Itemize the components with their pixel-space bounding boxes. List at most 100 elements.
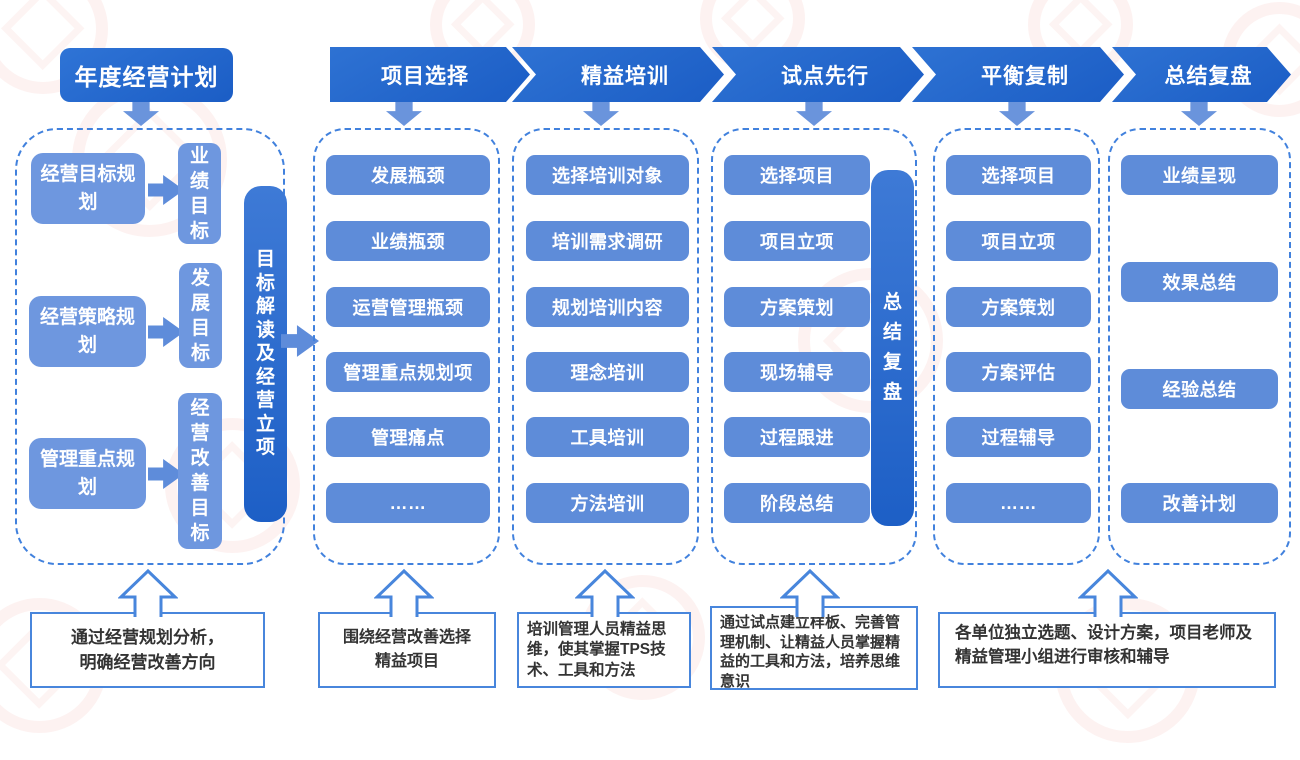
note-planning: 通过经营规划分析， 明确经营改善方向 [30, 612, 265, 688]
step-label: 运营管理瓶颈 [352, 298, 464, 318]
step-label: 过程辅导 [981, 428, 1056, 448]
goal-breakdown-label: 目标解读及经营立项 [255, 249, 275, 459]
column-pilot-first: 选择项目 项目立项 方案策划 现场辅导 过程跟进 阶段总结 总结复盘 [711, 128, 917, 565]
step-box: 理念培训 [526, 352, 689, 392]
step-label: 规划培训内容 [552, 298, 663, 318]
step-label: 选择项目 [760, 166, 834, 186]
note-lean-training: 培训管理人员精益思维，使其掌握TPS技术、工具和方法 [517, 612, 691, 688]
note-text: 培训管理人员精益思维，使其掌握TPS技术、工具和方法 [527, 621, 667, 679]
arrow-up-outline-icon [118, 568, 178, 617]
step-box: …… [946, 483, 1091, 523]
planning-target-box: 经营改善目标 [178, 393, 222, 549]
step-label: 方案策划 [981, 298, 1056, 318]
note-text: 各单位独立选题、设计方案，项目老师及精益管理小组进行审核和辅导 [955, 624, 1252, 666]
note-replication-review: 各单位独立选题、设计方案，项目老师及精益管理小组进行审核和辅导 [938, 612, 1276, 688]
phase-chevron-pilot-first: 试点先行 [712, 47, 924, 102]
arrow-up-outline-icon [575, 568, 635, 617]
step-label: 选择培训对象 [552, 166, 663, 186]
step-label: 方案策划 [760, 298, 834, 318]
planning-target-label: 经营改善目标 [190, 398, 210, 544]
arrow-down-icon [1181, 102, 1217, 126]
step-box: 过程辅导 [946, 417, 1091, 457]
step-box: …… [326, 483, 490, 523]
step-box: 项目立项 [724, 221, 870, 261]
step-box: 项目立项 [946, 221, 1091, 261]
phase-label: 总结复盘 [1164, 64, 1253, 88]
step-label: 方案评估 [981, 363, 1056, 383]
step-label: 业绩瓶颈 [371, 232, 445, 252]
note-text: 通过试点建立样板、完善管理机制、让精益人员掌握精益的工具和方法，培养思维意识 [720, 614, 901, 690]
step-box: 方案策划 [724, 287, 870, 327]
arrow-down-icon [999, 102, 1035, 126]
arrow-down-icon [583, 102, 619, 126]
arrow-up-outline-icon [1078, 568, 1138, 617]
annual-plan-box: 年度经营计划 [60, 48, 233, 102]
step-box: 工具培训 [526, 417, 689, 457]
step-label: 发展瓶颈 [371, 166, 445, 186]
note-pilot-first: 通过试点建立样板、完善管理机制、让精益人员掌握精益的工具和方法，培养思维意识 [710, 606, 918, 690]
step-box: 经验总结 [1121, 369, 1278, 409]
step-label: 改善计划 [1162, 494, 1237, 514]
note-text: 通过经营规划分析， 明确经营改善方向 [71, 627, 224, 673]
arrow-up-outline-icon [780, 568, 840, 617]
step-label: 过程跟进 [760, 428, 834, 448]
column-project-selection: 发展瓶颈 业绩瓶颈 运营管理瓶颈 管理重点规划项 管理痛点 …… [313, 128, 500, 565]
step-label: 阶段总结 [760, 494, 834, 514]
pilot-review-label: 总结复盘 [882, 292, 902, 403]
arrow-down-icon [386, 102, 422, 126]
step-box: 运营管理瓶颈 [326, 287, 490, 327]
step-box: 方案策划 [946, 287, 1091, 327]
step-label: 项目立项 [760, 232, 834, 252]
goal-breakdown-bar: 目标解读及经营立项 [244, 186, 287, 522]
step-label: 效果总结 [1162, 273, 1237, 293]
note-project-selection: 围绕经营改善选择 精益项目 [318, 612, 496, 688]
planning-target-label: 业绩目标 [189, 145, 209, 242]
step-box: 阶段总结 [724, 483, 870, 523]
note-text: 围绕经营改善选择 精益项目 [342, 629, 471, 670]
step-box: 培训需求调研 [526, 221, 689, 261]
step-label: 管理重点规划项 [343, 363, 473, 383]
step-label: 选择项目 [981, 166, 1056, 186]
planning-source-box: 经营目标规划 [31, 153, 145, 224]
step-label: 现场辅导 [760, 363, 834, 383]
phase-label: 平衡复制 [981, 64, 1069, 88]
step-box: 过程跟进 [724, 417, 870, 457]
step-box: 业绩瓶颈 [326, 221, 490, 261]
step-label: …… [1000, 492, 1037, 513]
step-box: 效果总结 [1121, 262, 1278, 302]
phase-chevron-project-selection: 项目选择 [330, 47, 530, 102]
step-label: …… [389, 492, 427, 513]
planning-target-label: 发展目标 [190, 267, 210, 364]
step-box: 选择项目 [724, 155, 870, 195]
phase-label: 项目选择 [381, 64, 469, 88]
step-box: 方案评估 [946, 352, 1091, 392]
phase-chevron-lean-training: 精益培训 [512, 47, 724, 102]
phase-chevron-review: 总结复盘 [1112, 47, 1291, 102]
step-box: 管理重点规划项 [326, 352, 490, 392]
planning-source-label: 经营目标规划 [40, 163, 136, 213]
phase-label: 精益培训 [581, 64, 669, 88]
planning-source-label: 管理重点规划 [39, 448, 135, 498]
step-label: 工具培训 [570, 428, 645, 448]
step-label: 项目立项 [981, 232, 1056, 252]
arrow-down-icon [796, 102, 832, 126]
pilot-review-bar: 总结复盘 [871, 170, 914, 526]
step-box: 规划培训内容 [526, 287, 689, 327]
planning-panel: 经营目标规划 业绩目标 经营策略规划 发展目标 管理重点规划 经营改善目标 目标… [15, 128, 287, 565]
step-label: 培训需求调研 [552, 232, 663, 252]
planning-target-box: 发展目标 [179, 263, 222, 368]
step-box: 业绩呈现 [1121, 155, 1278, 195]
planning-source-box: 管理重点规划 [29, 438, 146, 509]
step-box: 选择培训对象 [526, 155, 689, 195]
step-box: 发展瓶颈 [326, 155, 490, 195]
planning-source-box: 经营策略规划 [29, 296, 146, 367]
step-box: 现场辅导 [724, 352, 870, 392]
step-box: 方法培训 [526, 483, 689, 523]
column-review: 业绩呈现 效果总结 经验总结 改善计划 [1108, 128, 1291, 565]
step-box: 管理痛点 [326, 417, 490, 457]
step-label: 方法培训 [570, 494, 645, 514]
column-lean-training: 选择培训对象 培训需求调研 规划培训内容 理念培训 工具培训 方法培训 [512, 128, 699, 565]
step-label: 经验总结 [1162, 380, 1237, 400]
step-box: 改善计划 [1121, 483, 1278, 523]
